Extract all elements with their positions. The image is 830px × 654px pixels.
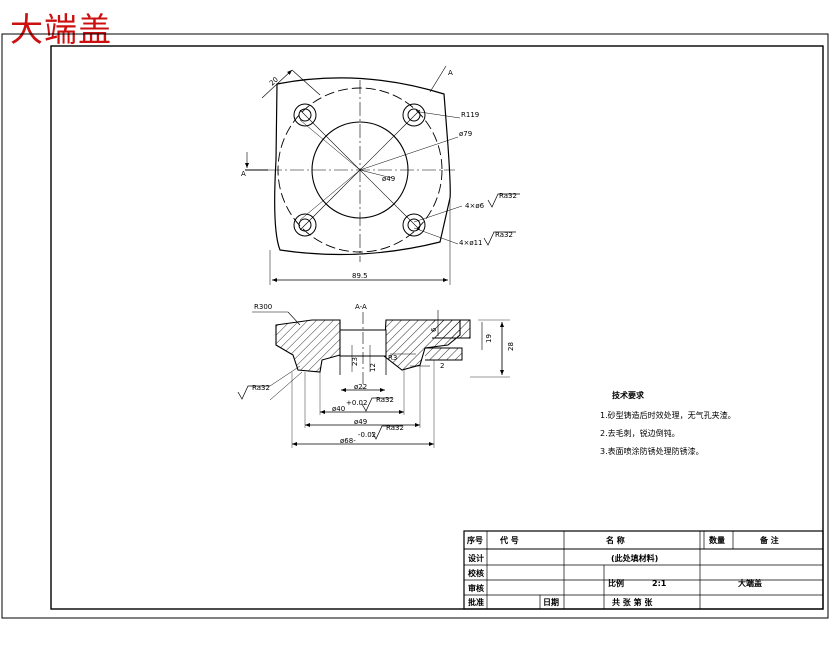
bolt-hole-bl: [293, 213, 317, 237]
dim-phi40: ø40: [332, 405, 345, 413]
dim-20: 20: [268, 76, 280, 88]
dim-r300: R300: [254, 303, 272, 311]
dim-phi22: ø22: [354, 383, 367, 391]
inner-frame: [50, 45, 824, 610]
roughness-c: Ra32: [252, 384, 270, 392]
tb-approve: 批准: [468, 597, 484, 607]
tech-req-2: 2.去毛刺，锐边倒钝。: [600, 428, 680, 438]
roughness-b: Ra32: [386, 424, 404, 432]
bolt-hole-tl: [293, 103, 317, 127]
dim-4-holes-11: 4×ø11: [459, 239, 483, 247]
tb-scale-label: 比例: [608, 578, 624, 588]
tb-header-seq: 序号: [467, 535, 483, 545]
tb-material: (此处填材料): [611, 553, 658, 563]
dim-r3: R3: [388, 354, 397, 362]
dim-12: 12: [369, 363, 377, 372]
section-view: [237, 310, 510, 448]
dim-28: 28: [507, 342, 515, 351]
tb-header-name: 名 称: [606, 535, 625, 545]
section-arrow-label-left: A: [241, 170, 246, 178]
dim-19: 19: [485, 334, 493, 343]
top-view: [245, 65, 520, 285]
dim-23: 23: [351, 357, 359, 366]
dim-phi68: ø68-: [340, 437, 356, 445]
flange-outline: [274, 77, 451, 256]
drawing-title: 大端盖: [10, 10, 112, 49]
dim-d79: ø79: [459, 130, 472, 138]
tb-check: 校核: [468, 568, 484, 578]
title-block: [463, 530, 824, 610]
tb-scale: 2:1: [652, 579, 667, 588]
roughness-2: Ra32: [495, 231, 513, 239]
roughness-a: Ra32: [376, 396, 394, 404]
tb-part-name: 大端盖: [738, 578, 762, 588]
tb-header-code: 代 号: [499, 535, 519, 545]
dim-6: 6: [430, 327, 438, 332]
section-arrow-label-top: A: [448, 69, 453, 77]
tb-design: 设计: [468, 553, 484, 563]
tb-sheets: 共 张 第 张: [612, 597, 653, 607]
dim-width-89-5: 89.5: [352, 272, 368, 280]
dim-r119: R119: [461, 111, 479, 119]
tb-review: 审核: [468, 583, 484, 593]
dim-4-holes-6: 4×ø6: [465, 202, 485, 210]
tb-header-note: 备 注: [759, 535, 779, 545]
dim-d49: ø49: [382, 175, 395, 183]
tol-phi40: +0.02: [346, 399, 367, 407]
tol-phi68: -0.02: [358, 431, 376, 439]
section-label: A-A: [355, 303, 367, 311]
tb-date: 日期: [543, 597, 559, 607]
dim-2: 2: [440, 362, 444, 370]
bolt-hole-br: [402, 213, 426, 237]
dim-phi49: ø49: [354, 418, 367, 426]
tech-req-heading: 技术要求: [612, 390, 645, 400]
tech-req-3: 3.表面喷涂防锈处理防锈漆。: [600, 446, 704, 456]
tb-header-qty: 数量: [709, 535, 725, 545]
bolt-hole-tr: [402, 103, 426, 127]
outer-frame: [1, 33, 829, 619]
tech-req-1: 1.砂型铸造后时效处理，无气孔夹渣。: [600, 410, 736, 420]
section-body-left: [275, 319, 341, 373]
roughness-1: Ra32: [499, 192, 517, 200]
